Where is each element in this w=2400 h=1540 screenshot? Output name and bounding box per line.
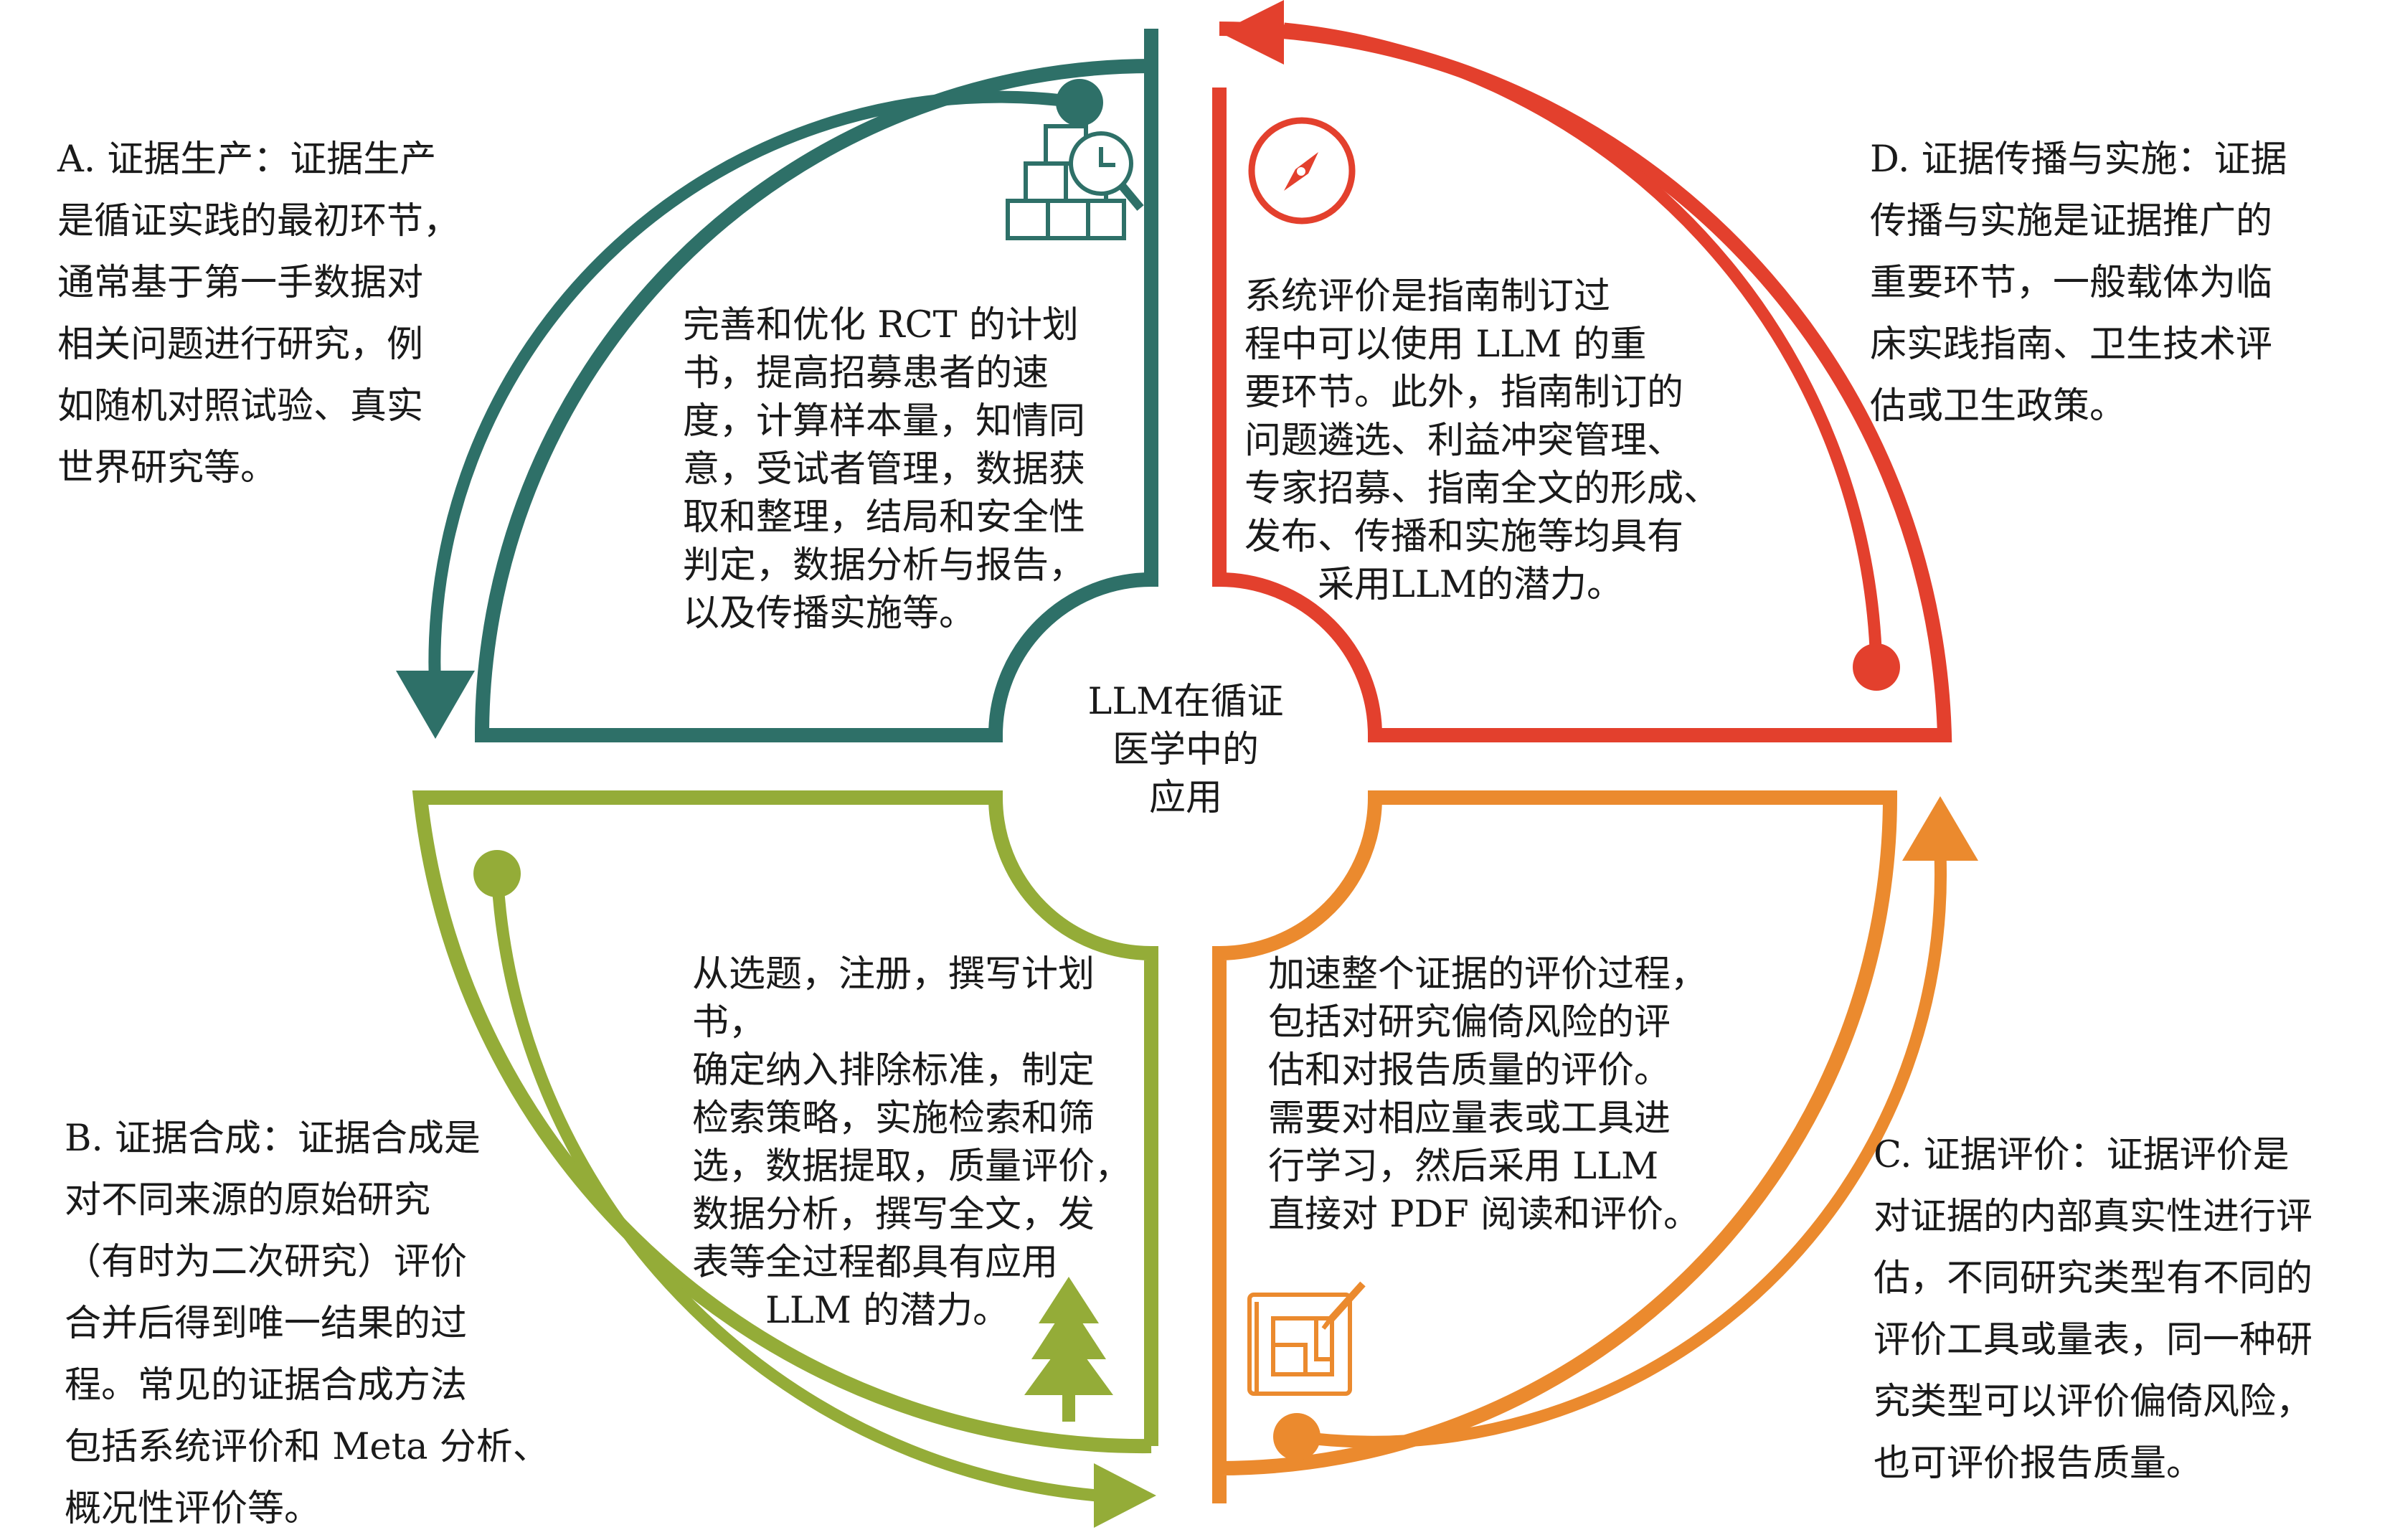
compass-icon bbox=[1248, 117, 1356, 225]
quadrant-d-inner-text: 系统评价是指南制订过 程中可以使用 LLM 的重 要环节。此外，指南制订的 问题… bbox=[1244, 275, 1721, 606]
quadrant-b-side-text: B. 证据合成：证据合成是 对不同来源的原始研究 （有时为二次研究）评价 合并后… bbox=[65, 1118, 549, 1530]
quadrant-d-arrow bbox=[1219, 0, 1900, 691]
boxes-magnifier-clock-icon bbox=[1006, 124, 1144, 240]
quadrant-c-arrow bbox=[1273, 796, 1978, 1460]
quadrant-b-inner-text: 从选题，注册，撰写计划书， 确定纳入排除标准，制定 检索策略，实施检索和筛 选，… bbox=[692, 953, 1132, 1332]
quadrant-c-inner-text: 加速整个证据的评价过程， 包括对研究偏倚风险的评 估和对报告质量的评价。 需要对… bbox=[1268, 953, 1708, 1236]
pine-tree-icon bbox=[1024, 1277, 1113, 1422]
blueprint-pencil-icon bbox=[1247, 1281, 1366, 1396]
quadrant-c-side-text: C. 证据评价：证据评价是 对证据的内部真实性进行评 估，不同研究类型有不同的 … bbox=[1874, 1134, 2313, 1485]
center-label: LLM在循证 医学中的 应用 bbox=[1087, 681, 1284, 819]
quadrant-c-frame bbox=[1212, 790, 1898, 1503]
quadrant-b-arrow bbox=[473, 850, 1156, 1528]
quadrant-d-side-text: D. 证据传播与实施：证据 传播与实施是证据推广的 重要环节，一般载体为临 床实… bbox=[1870, 138, 2287, 427]
quadrant-a-side-text: A. 证据生产：证据生产 是循证实践的最初环节， 通常基于第一手数据对 相关问题… bbox=[57, 138, 460, 489]
quadrant-a-frame bbox=[474, 29, 1158, 742]
quadrant-a-arrow bbox=[396, 79, 1103, 739]
quadrant-b-frame bbox=[412, 790, 1158, 1454]
quadrant-a-inner-text: 完善和优化 RCT 的计划 书，提高招募患者的速 度，计算样本量，知情同 意，受… bbox=[683, 304, 1086, 635]
